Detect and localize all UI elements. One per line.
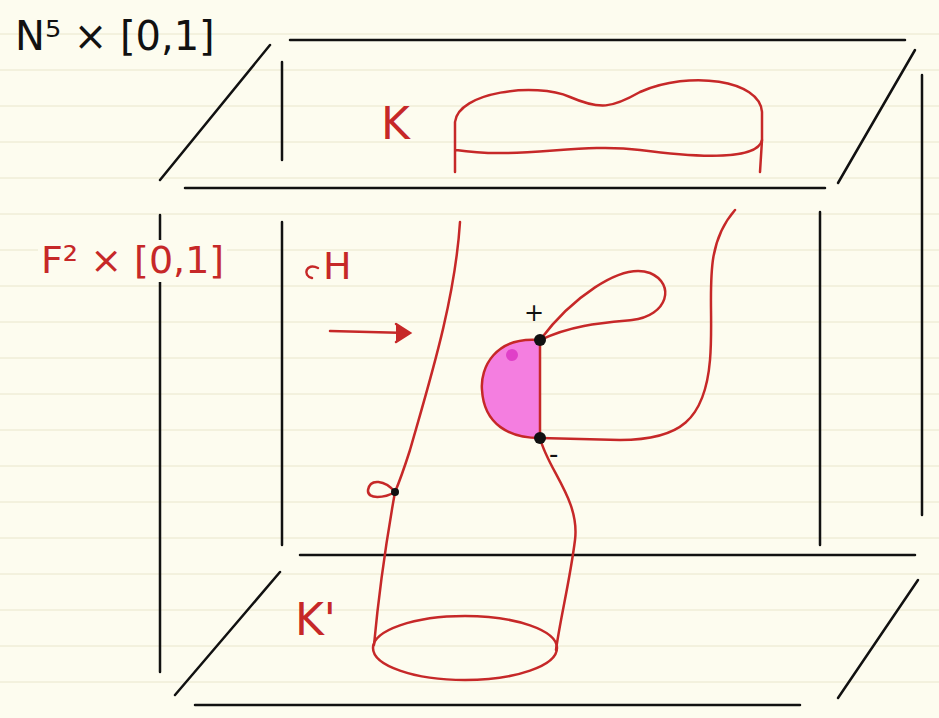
handle-label: H — [320, 246, 355, 288]
sign-label: - — [546, 440, 561, 469]
intersection-points — [391, 334, 546, 496]
manifold-label: N⁵ × [0,1] — [12, 14, 218, 58]
knot-label: K' — [292, 596, 339, 644]
knot-strands — [306, 80, 762, 680]
sign-label: + — [521, 300, 547, 326]
knot-label: K — [378, 100, 413, 148]
whitney-disk — [482, 340, 540, 438]
box-outline — [160, 40, 922, 705]
pink-dot — [506, 349, 518, 361]
paper-grid — [0, 34, 939, 682]
surface-label: F² × [0,1] — [38, 240, 227, 282]
